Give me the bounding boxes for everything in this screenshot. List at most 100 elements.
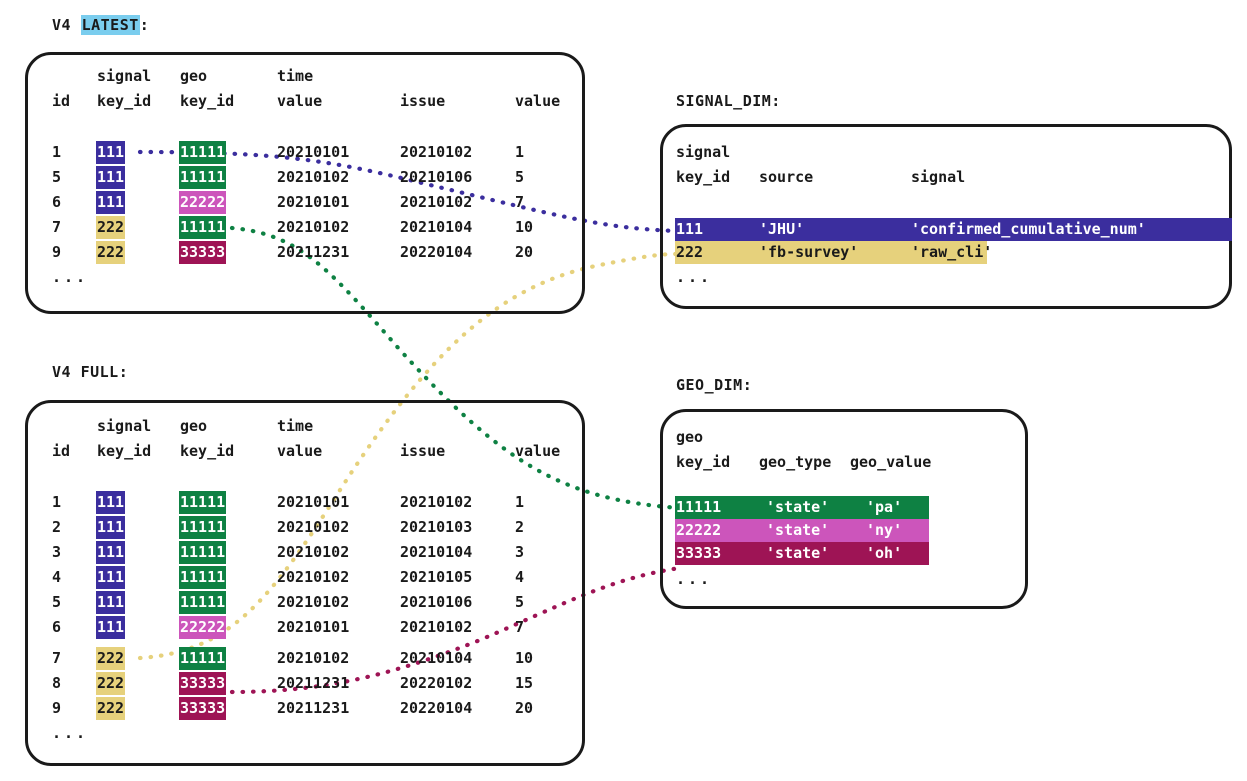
full-table-ellipsis: ... bbox=[52, 724, 89, 742]
latest-row-issue: 20210102 bbox=[400, 193, 473, 211]
full-row-geo-key-id: 33333 bbox=[179, 672, 227, 695]
full-header-time-value: value bbox=[277, 442, 323, 460]
signal-dim-header-key-id: key_id bbox=[676, 168, 731, 186]
full-row-id: 4 bbox=[52, 568, 62, 586]
full-row-value: 4 bbox=[515, 568, 525, 586]
geo-dim-row-geo-value: 'ny' bbox=[866, 521, 903, 539]
full-row-geo-key-id: 33333 bbox=[179, 697, 227, 720]
full-row-signal-key-id: 111 bbox=[96, 566, 126, 589]
full-row-value: 3 bbox=[515, 543, 525, 561]
full-row-signal-key-id: 111 bbox=[96, 541, 126, 564]
geo-dim-header-key-id: key_id bbox=[676, 453, 731, 471]
full-header-time: time bbox=[277, 417, 314, 435]
latest-row-id: 6 bbox=[52, 193, 62, 211]
latest-header-id: id bbox=[52, 92, 71, 110]
full-row-value: 1 bbox=[515, 493, 525, 511]
full-row-id: 3 bbox=[52, 543, 62, 561]
signal-dim-header-source: source bbox=[759, 168, 814, 186]
full-row-issue: 20210104 bbox=[400, 543, 473, 561]
full-row-signal-key-id: 222 bbox=[96, 672, 126, 695]
latest-row-signal-key-id: 222 bbox=[96, 241, 126, 264]
full-row-issue: 20210106 bbox=[400, 593, 473, 611]
signal-dim-row-key-id: 222 bbox=[676, 243, 704, 261]
full-row-time-value: 20210102 bbox=[277, 568, 350, 586]
full-row-issue: 20220104 bbox=[400, 699, 473, 717]
latest-header-time-value: value bbox=[277, 92, 323, 110]
full-row-id: 7 bbox=[52, 649, 62, 667]
full-row-time-value: 20210101 bbox=[277, 493, 350, 511]
full-row-issue: 20210105 bbox=[400, 568, 473, 586]
full-row-time-value: 20210102 bbox=[277, 649, 350, 667]
latest-row-issue: 20210104 bbox=[400, 218, 473, 236]
full-row-geo-key-id: 11111 bbox=[179, 647, 227, 670]
geo-dim-row-key-id: 33333 bbox=[676, 544, 722, 562]
signal-dim-row-band bbox=[675, 241, 987, 264]
full-header-id: id bbox=[52, 442, 71, 460]
latest-row-time-value: 20211231 bbox=[277, 243, 350, 261]
geo-dim-title: GEO_DIM: bbox=[676, 376, 753, 394]
full-row-value: 5 bbox=[515, 593, 525, 611]
full-row-signal-key-id: 111 bbox=[96, 616, 126, 639]
full-row-geo-key-id: 11111 bbox=[179, 491, 227, 514]
full-row-geo-key-id: 22222 bbox=[179, 616, 227, 639]
full-row-signal-key-id: 111 bbox=[96, 591, 126, 614]
latest-row-time-value: 20210102 bbox=[277, 168, 350, 186]
latest-title-highlight: LATEST bbox=[80, 15, 140, 35]
latest-row-geo-key-id: 11111 bbox=[179, 141, 227, 164]
latest-header-value: value bbox=[515, 92, 561, 110]
latest-row-issue: 20220104 bbox=[400, 243, 473, 261]
latest-title-suffix: : bbox=[139, 16, 150, 34]
full-row-signal-key-id: 222 bbox=[96, 647, 126, 670]
full-header-signal-key-id: key_id bbox=[97, 442, 152, 460]
full-header-geo-key-id: key_id bbox=[180, 442, 235, 460]
latest-header-signal-key-id: key_id bbox=[97, 92, 152, 110]
latest-header-geo: geo bbox=[180, 67, 208, 85]
full-header-geo: geo bbox=[180, 417, 208, 435]
full-row-time-value: 20210101 bbox=[277, 618, 350, 636]
latest-table-title: V4 LATEST: bbox=[52, 15, 150, 35]
full-row-value: 2 bbox=[515, 518, 525, 536]
geo-dim-row-geo-value: 'pa' bbox=[866, 498, 903, 516]
full-row-issue: 20220102 bbox=[400, 674, 473, 692]
latest-row-id: 1 bbox=[52, 143, 62, 161]
signal-dim-row-signal: 'raw_cli' bbox=[911, 243, 993, 261]
latest-table-ellipsis: ... bbox=[52, 268, 89, 286]
full-row-value: 20 bbox=[515, 699, 534, 717]
latest-row-value: 5 bbox=[515, 168, 525, 186]
latest-row-issue: 20210106 bbox=[400, 168, 473, 186]
full-header-signal: signal bbox=[97, 417, 152, 435]
full-row-time-value: 20210102 bbox=[277, 518, 350, 536]
geo-dim-header-geo-value: geo_value bbox=[850, 453, 932, 471]
full-header-value: value bbox=[515, 442, 561, 460]
full-row-signal-key-id: 111 bbox=[96, 491, 126, 514]
geo-dim-ellipsis: ... bbox=[676, 570, 713, 588]
full-row-signal-key-id: 111 bbox=[96, 516, 126, 539]
geo-dim-row-key-id: 11111 bbox=[676, 498, 722, 516]
full-row-issue: 20210104 bbox=[400, 649, 473, 667]
full-row-id: 5 bbox=[52, 593, 62, 611]
full-row-geo-key-id: 11111 bbox=[179, 591, 227, 614]
full-row-issue: 20210102 bbox=[400, 618, 473, 636]
full-row-id: 1 bbox=[52, 493, 62, 511]
signal-dim-title: SIGNAL_DIM: bbox=[676, 92, 781, 110]
latest-row-value: 10 bbox=[515, 218, 534, 236]
full-row-signal-key-id: 222 bbox=[96, 697, 126, 720]
full-row-value: 7 bbox=[515, 618, 525, 636]
latest-row-geo-key-id: 22222 bbox=[179, 191, 227, 214]
full-row-geo-key-id: 11111 bbox=[179, 541, 227, 564]
latest-header-issue: issue bbox=[400, 92, 446, 110]
latest-row-value: 7 bbox=[515, 193, 525, 211]
full-row-time-value: 20211231 bbox=[277, 674, 350, 692]
signal-dim-row-source: 'fb-survey' bbox=[759, 243, 859, 261]
latest-row-time-value: 20210102 bbox=[277, 218, 350, 236]
full-row-value: 10 bbox=[515, 649, 534, 667]
latest-row-value: 1 bbox=[515, 143, 525, 161]
latest-row-signal-key-id: 111 bbox=[96, 141, 126, 164]
latest-row-id: 5 bbox=[52, 168, 62, 186]
latest-header-time: time bbox=[277, 67, 314, 85]
full-row-id: 9 bbox=[52, 699, 62, 717]
latest-row-signal-key-id: 111 bbox=[96, 166, 126, 189]
full-row-id: 8 bbox=[52, 674, 62, 692]
full-row-geo-key-id: 11111 bbox=[179, 566, 227, 589]
full-row-time-value: 20211231 bbox=[277, 699, 350, 717]
